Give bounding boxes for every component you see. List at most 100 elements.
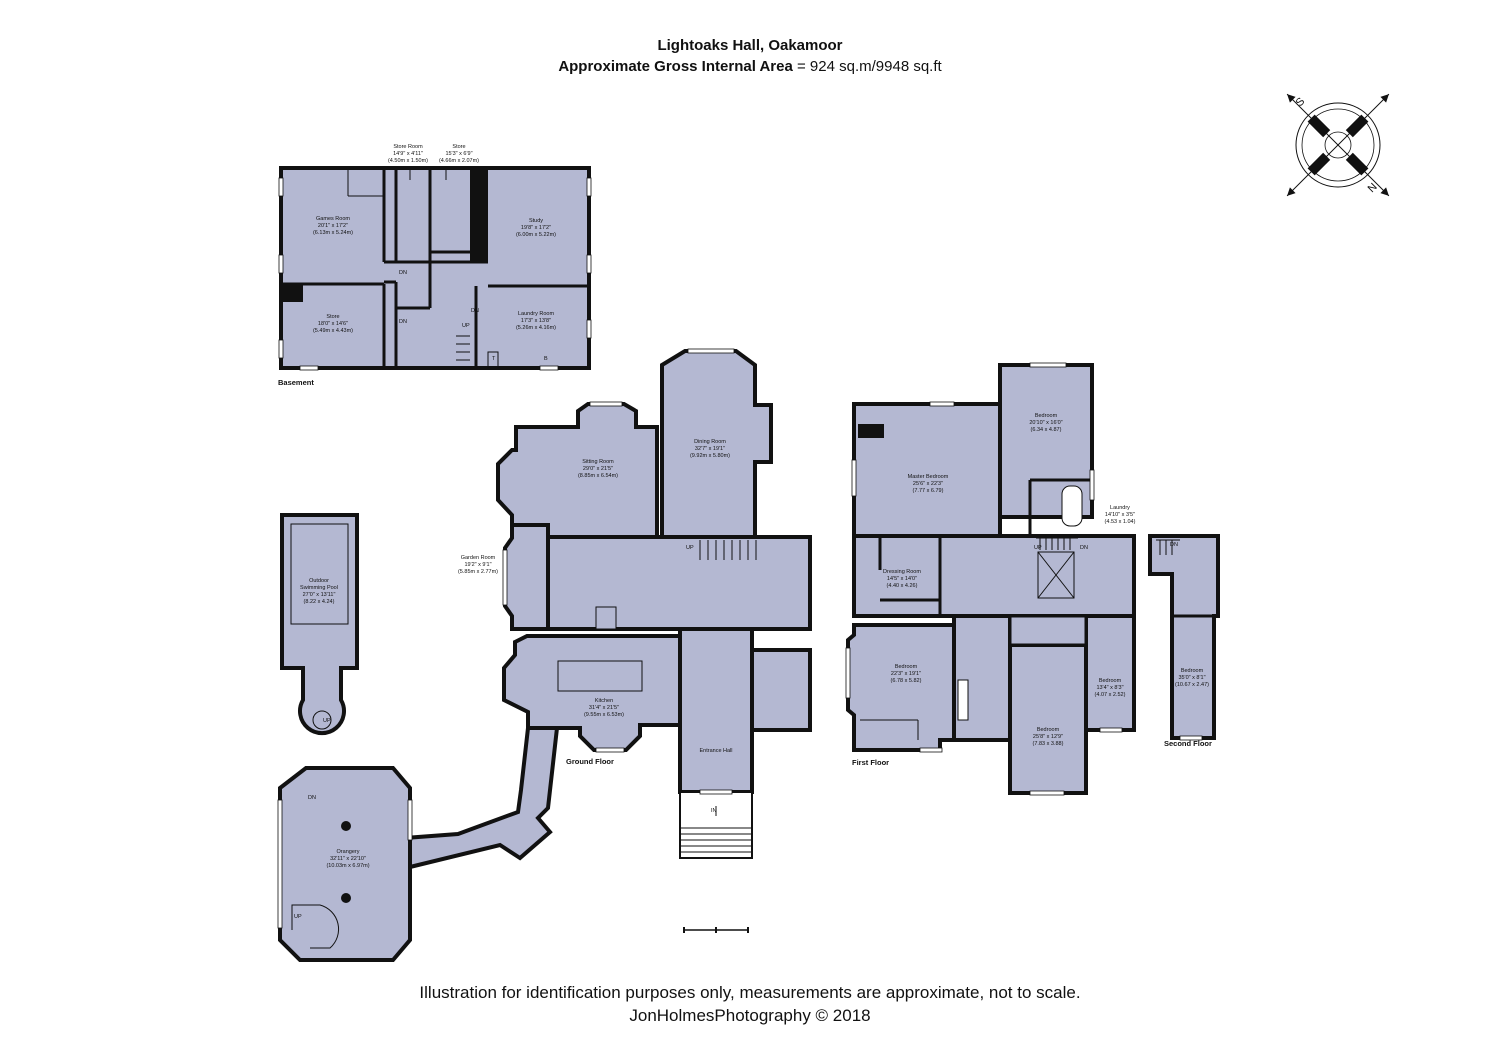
garden-room [503,523,550,631]
basement-floor-label: Basement [278,378,314,387]
second-floor-plan: Bedroom 35'0" x 8'1" (10.67 x 2.47) DN S… [1148,534,1220,748]
room-bedroom-second-imperial: 35'0" x 8'1" [1178,675,1205,681]
pool-up: UP [323,718,331,724]
pool-name-1: Outdoor [309,578,329,584]
bedroom-s [1008,643,1088,795]
entrance-hall [678,627,754,794]
room-master-bedroom-metric: (7.77 x 6.79) [913,488,944,494]
basement-dn-1: DN [399,270,407,276]
room-master-bedroom-name: Master Bedroom [908,474,949,480]
compass-s: S [1294,95,1308,109]
room-kitchen-imperial: 31'4" x 21'5" [589,705,619,711]
link-corridor [402,726,560,870]
room-games-room-metric: (6.13m x 5.24m) [313,230,353,236]
first-bath [952,614,1012,742]
room-garden-room-metric: (5.85m x 2.77m) [458,569,498,575]
room-bedroom-s-metric: (7.83 x 3.88) [1033,741,1064,747]
room-bedroom-sw-metric: (6.78 x 5.82) [891,678,922,684]
compass-icon: S N [1286,93,1390,197]
room-bedroom-ne-imperial: 20'10" x 16'0" [1029,420,1062,426]
room-master-bedroom-imperial: 25'6" x 22'3" [913,481,943,487]
gross-area: Approximate Gross Internal Area = 924 sq… [0,58,1500,75]
pool-plan: Outdoor Swimming Pool 27'0" x 13'11" (8.… [280,513,359,736]
room-garden-room-name: Garden Room [461,555,496,561]
orangery-dn: DN [308,795,316,801]
room-dressing-room-imperial: 14'5" x 14'0" [887,576,917,582]
first-floor-plan: Master Bedroom 25'6" x 22'3" (7.77 x 6.7… [845,362,1136,796]
basement-dn-2: DN [399,319,407,325]
second-dn: DN [1170,542,1178,548]
room-study-imperial: 19'8" x 17'2" [521,225,551,231]
ground-floor-label: Ground Floor [566,757,614,766]
room-bedroom-second-metric: (10.67 x 2.47) [1175,682,1209,688]
room-dining-room-name: Dining Room [694,439,726,445]
second-floor-outline [1148,534,1220,740]
area-label: Approximate Gross Internal Area [558,58,793,75]
room-garden-room-imperial: 19'2" x 9'1" [464,562,491,568]
room-study-metric: (6.00m x 5.22m) [516,232,556,238]
room-bedroom-second-name: Bedroom [1181,668,1204,674]
bedroom-small [1084,614,1136,732]
room-study-name: Study [529,218,543,224]
room-kitchen-metric: (9.55m x 6.53m) [584,712,624,718]
room-store-room-name: Store Room [393,144,423,150]
first-landing [852,534,1136,618]
room-sitting-room-imperial: 29'0" x 21'5" [583,466,613,472]
room-bedroom-sw-name: Bedroom [895,664,918,670]
room-store-basement-imperial: 18'0" x 14'6" [318,321,348,327]
room-sitting-room-name: Sitting Room [582,459,614,465]
room-dressing-room-name: Dressing Room [883,569,921,575]
room-bedroom-s-name: Bedroom [1037,727,1060,733]
disclaimer: Illustration for identification purposes… [419,983,1081,1002]
room-bedroom-sw-imperial: 22'3" x 19'1" [891,671,921,677]
room-orangery-name: Orangery [337,849,360,855]
first-up: UP [1034,545,1042,551]
bedroom-sw [846,623,962,752]
room-sitting-room-metric: (8.85m x 6.54m) [578,473,618,479]
room-dressing-room-metric: (4.40 x 4.26) [887,583,918,589]
central-hall [546,535,812,631]
room-bedroom-s-imperial: 25'8" x 12'9" [1033,734,1063,740]
basement-b: B [544,356,548,362]
second-floor-label: Second Floor [1164,739,1212,748]
room-orangery-imperial: 32'11" x 22'10" [330,856,366,862]
room-kitchen-name: Kitchen [595,698,613,704]
room-games-room-name: Games Room [316,216,350,222]
first-floor-label: First Floor [852,758,889,767]
room-bedroom-small-imperial: 13'4" x 8'3" [1096,685,1123,691]
room-games-room-imperial: 20'1" x 17'2" [318,223,348,229]
room-orangery-metric: (10.03m x 6.97m) [326,863,369,869]
room-store-top-name: Store [452,144,465,150]
room-laundry-imperial: 14'10" x 3'5" [1105,512,1135,518]
basement-up: UP [462,323,470,329]
master-bedroom [852,402,1002,538]
cloak-room [750,648,812,732]
copyright: JonHolmesPhotography © 2018 [629,1006,871,1025]
basement-outline [279,166,591,370]
orangery-up: UP [294,914,302,920]
room-laundry-metric: (4.53 x 1.04) [1105,519,1136,525]
room-store-top-metric: (4.66m x 2.07m) [439,158,479,164]
room-store-basement-name: Store [326,314,339,320]
room-dining-room-imperial: 32'7" x 19'1" [695,446,725,452]
sitting-room [496,402,659,539]
compass-n: N [1366,181,1380,195]
room-store-basement-metric: (5.49m x 4.43m) [313,328,353,334]
room-laundry-room-imperial: 17'3" x 13'8" [521,318,551,324]
ground-up: UP [686,545,694,551]
pool-metric: (8.22 x 4.24) [304,599,335,605]
room-entrance-hall-name: Entrance Hall [699,748,732,754]
room-bedroom-ne-metric: (6.34 x 4.87) [1031,427,1062,433]
ground-floor-plan: Sitting Room 29'0" x 21'5" (8.85m x 6.54… [277,348,812,962]
room-laundry-room-name: Laundry Room [518,311,554,317]
room-laundry-name: Laundry [1110,505,1130,511]
pool-name-2: Swimming Pool [300,585,338,591]
first-dn: DN [1080,545,1088,551]
room-bedroom-ne-name: Bedroom [1035,413,1058,419]
pool-imperial: 27'0" x 13'11" [303,592,336,598]
room-dining-room-metric: (9.92m x 5.80m) [690,453,730,459]
ground-in: IN [711,808,717,814]
area-value: = 924 sq.m/9948 sq.ft [797,58,942,75]
room-bedroom-small-name: Bedroom [1099,678,1122,684]
